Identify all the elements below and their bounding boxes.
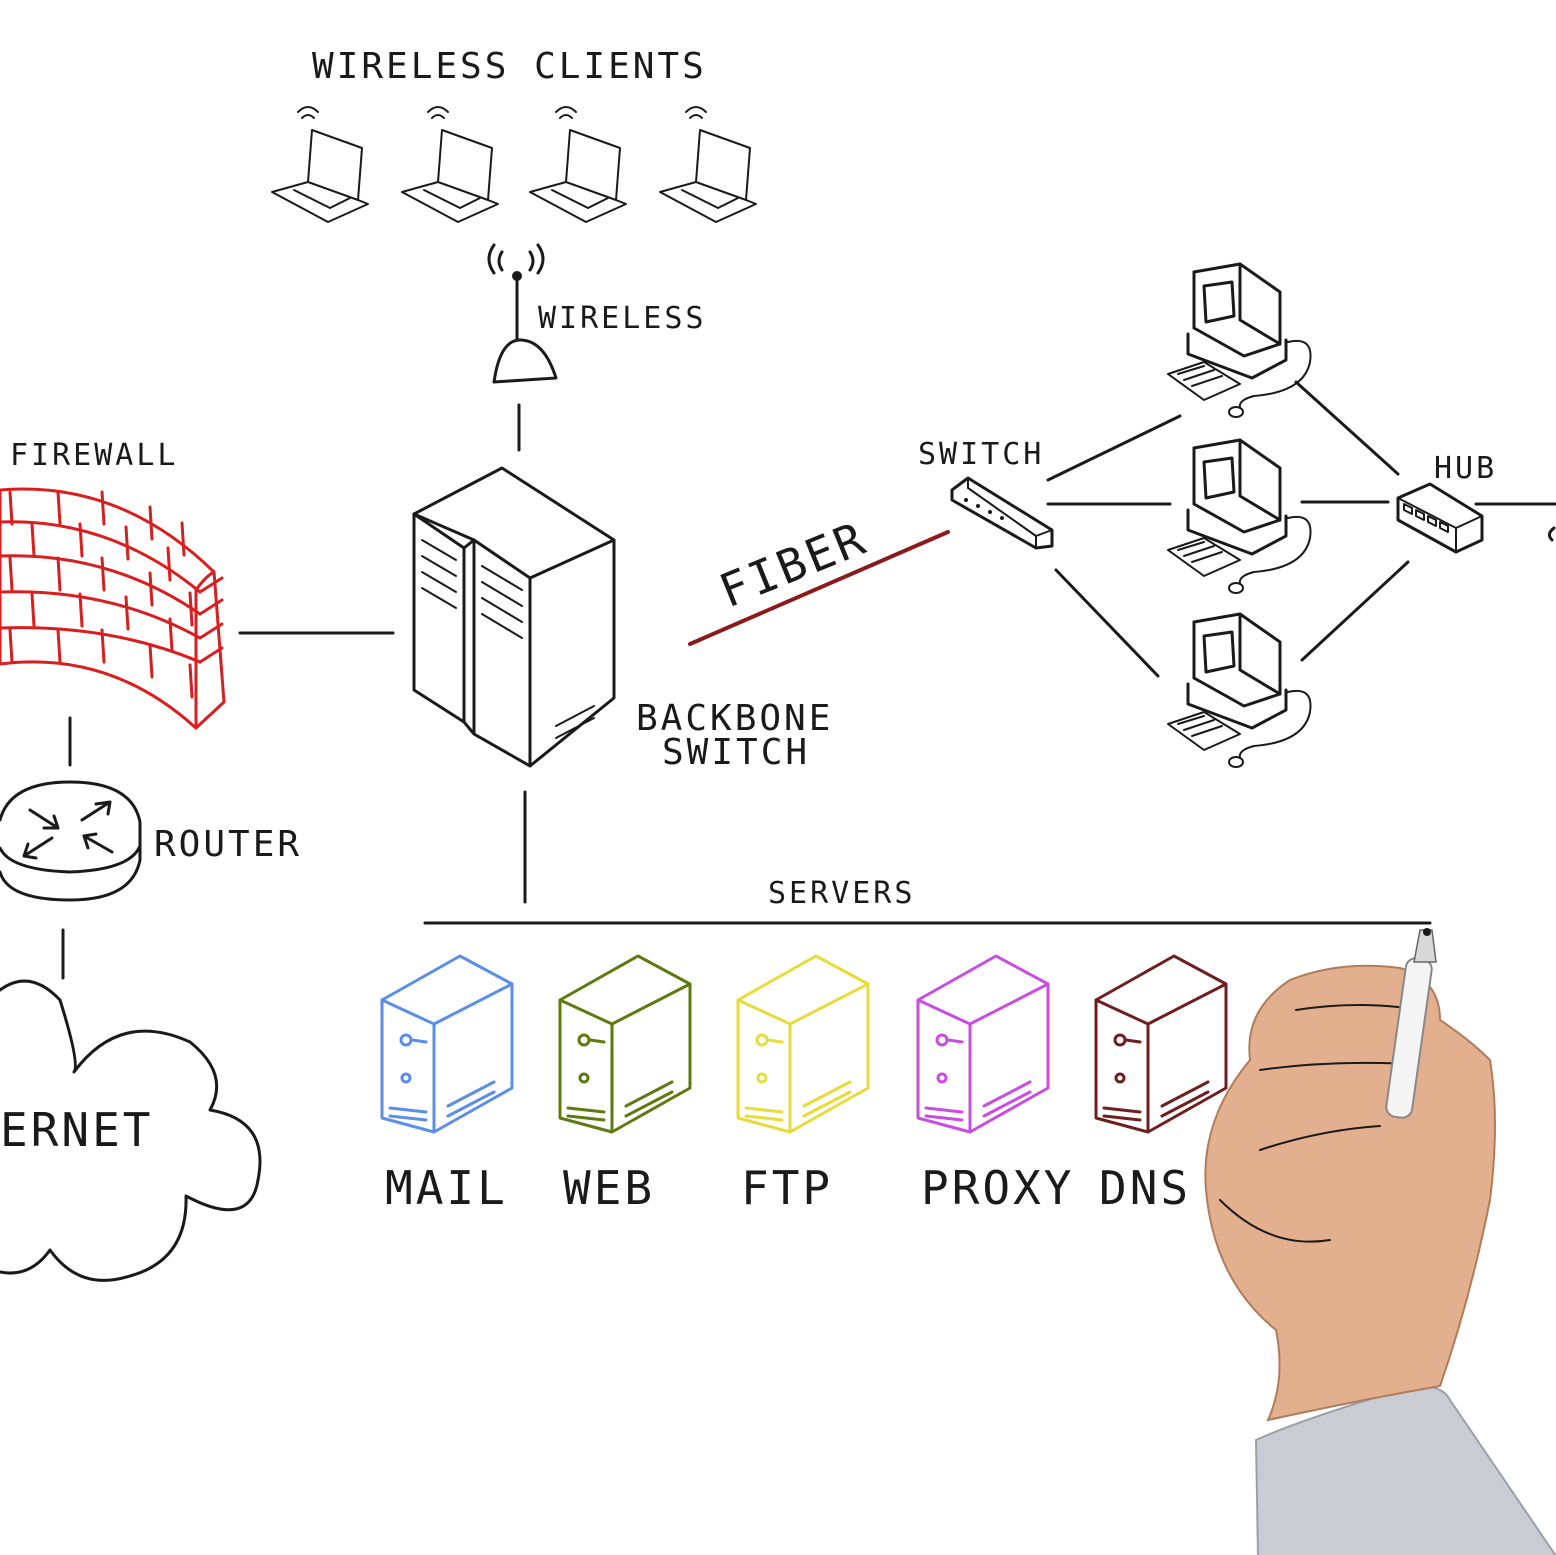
servers-label: SERVERS xyxy=(768,876,915,911)
laptop-icon xyxy=(659,106,757,223)
server-label: DNS xyxy=(1099,1161,1191,1215)
switch-label: SWITCH xyxy=(918,437,1044,472)
server-label: MAIL xyxy=(385,1161,508,1215)
server-label: WEB xyxy=(563,1161,655,1215)
hand-with-marker-icon xyxy=(1204,928,1556,1555)
server-row: MAIL WEB FTP PROXY DNS xyxy=(380,954,1228,1215)
backbone-switch-label-line1: BACKBONE xyxy=(636,698,833,739)
laptop-icon xyxy=(271,106,369,223)
server-label: FTP xyxy=(741,1161,833,1215)
switch-icon xyxy=(950,476,1054,550)
internet-label: ERNET xyxy=(0,1103,153,1157)
fiber-link xyxy=(688,530,950,646)
server-mail-icon: MAIL xyxy=(380,954,514,1215)
laptop-icon xyxy=(401,106,499,223)
hub-label: HUB xyxy=(1434,451,1497,486)
laptop-icon xyxy=(529,106,627,223)
desktop-pc-icon xyxy=(1167,262,1312,418)
router-label: ROUTER xyxy=(154,824,302,865)
desktop-pc-icon xyxy=(1167,612,1312,768)
lan-links xyxy=(1046,380,1556,678)
desktop-pc-icon xyxy=(1167,438,1312,594)
firewall-icon xyxy=(0,487,226,730)
server-proxy-icon: PROXY xyxy=(916,954,1074,1215)
wireless-clients-group xyxy=(271,106,757,223)
server-ftp-icon: FTP xyxy=(736,954,870,1215)
server-dns-icon: DNS xyxy=(1094,954,1228,1215)
server-label: PROXY xyxy=(921,1161,1074,1215)
internet-cloud-icon xyxy=(0,979,262,1282)
wireless-access-point-icon xyxy=(487,243,558,384)
fiber-label: FIBER xyxy=(712,511,875,619)
wireless-label: WIRELESS xyxy=(538,301,707,336)
router-icon xyxy=(0,780,142,902)
wireless-clients-label: WIRELESS CLIENTS xyxy=(312,46,707,87)
server-web-icon: WEB xyxy=(558,954,692,1215)
backbone-switch-label-line2: SWITCH xyxy=(662,732,810,773)
offscreen-partial-icon xyxy=(1547,526,1556,542)
hub-icon xyxy=(1396,482,1484,554)
firewall-label: FIREWALL xyxy=(10,438,179,473)
backbone-switch-icon xyxy=(412,466,616,768)
